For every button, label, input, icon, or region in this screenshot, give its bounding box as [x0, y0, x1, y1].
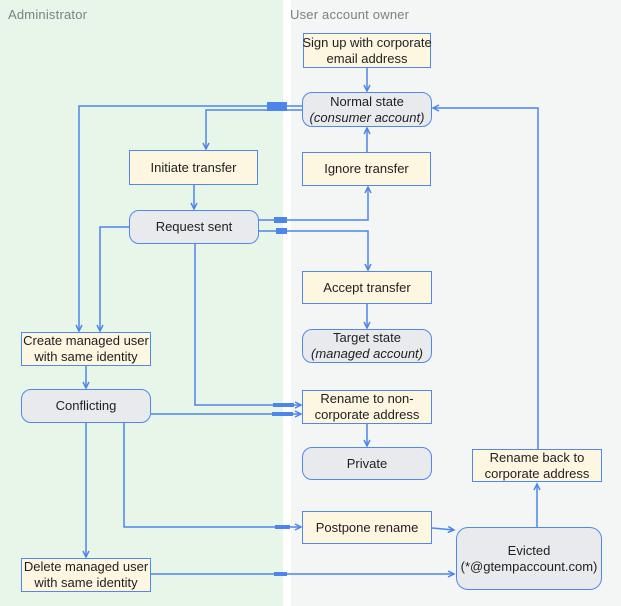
node-sublabel: (managed account)	[310, 346, 423, 361]
node-sublabel: (*@gtempaccount.com)	[460, 558, 598, 574]
node-rename-back-to-corporate: Rename back to corporate address	[472, 449, 602, 482]
lane-administrator	[0, 0, 283, 606]
node-accept-transfer: Accept transfer	[302, 271, 432, 304]
node-private: Private	[302, 447, 432, 480]
lane-label-user-account-owner: User account owner	[290, 7, 410, 22]
node-label: corporate address	[314, 407, 420, 422]
node-postpone-rename: Postpone rename	[302, 511, 432, 544]
node-label: Accept transfer	[323, 279, 411, 295]
node-label: Create managed user	[23, 333, 149, 349]
node-create-managed-user: Create managed user with same identity	[21, 332, 151, 366]
node-label: email address	[326, 50, 408, 66]
node-label: Delete managed user	[23, 559, 149, 575]
node-sign-up-with-corporate-email: Sign up with corporate email address	[302, 33, 432, 68]
node-label: Request sent	[155, 219, 233, 235]
node-conflicting: Conflicting	[21, 389, 151, 423]
node-initiate-transfer: Initiate transfer	[129, 150, 258, 185]
node-label: Target state	[333, 330, 401, 346]
node-label: Normal state	[330, 93, 404, 109]
node-label: with same identity	[34, 575, 138, 590]
node-label: Initiate transfer	[150, 159, 237, 175]
node-label: Rename to non-	[320, 391, 414, 407]
node-evicted: Evicted (*@gtempaccount.com)	[456, 527, 602, 590]
node-label: Postpone rename	[315, 519, 419, 535]
node-label: Evicted	[507, 542, 551, 558]
lane-label-administrator: Administrator	[8, 7, 88, 22]
node-label: Ignore transfer	[324, 161, 409, 177]
node-label: corporate address	[484, 465, 590, 481]
node-sublabel: (consumer account)	[309, 109, 425, 125]
node-target-state: Target state (managed account)	[302, 329, 432, 363]
node-label: Sign up with corporate	[302, 34, 432, 50]
node-label: Rename back to	[489, 449, 585, 465]
node-delete-managed-user: Delete managed user with same identity	[21, 558, 151, 592]
node-label: Private	[346, 455, 388, 471]
node-normal-state: Normal state (consumer account)	[302, 92, 432, 127]
node-label: Conflicting	[55, 398, 117, 414]
node-request-sent: Request sent	[129, 210, 259, 244]
node-rename-to-non-corporate: Rename to non- corporate address	[302, 390, 432, 424]
node-label: with same identity	[34, 349, 138, 364]
node-ignore-transfer: Ignore transfer	[302, 152, 431, 186]
